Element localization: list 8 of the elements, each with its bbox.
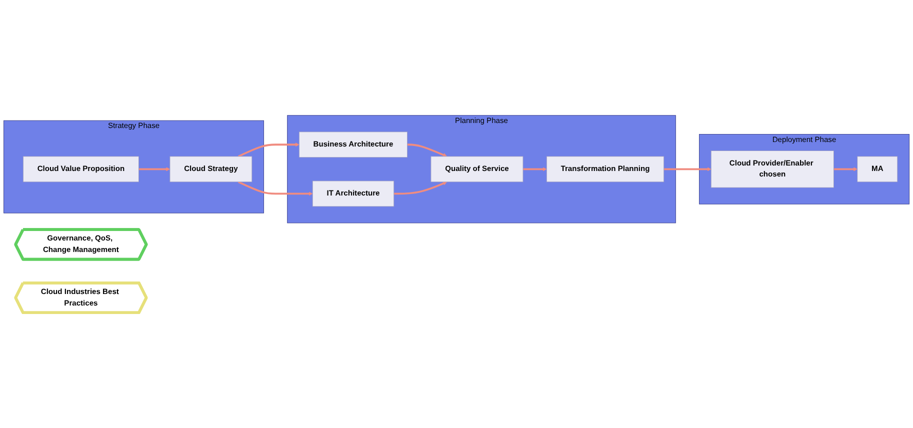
arrow bbox=[834, 167, 858, 172]
arrow bbox=[664, 167, 712, 172]
arrow bbox=[394, 181, 448, 195]
arrow bbox=[407, 144, 448, 157]
arrow bbox=[138, 167, 170, 172]
arrow bbox=[523, 167, 547, 172]
arrow bbox=[238, 181, 313, 196]
arrow bbox=[238, 142, 300, 158]
